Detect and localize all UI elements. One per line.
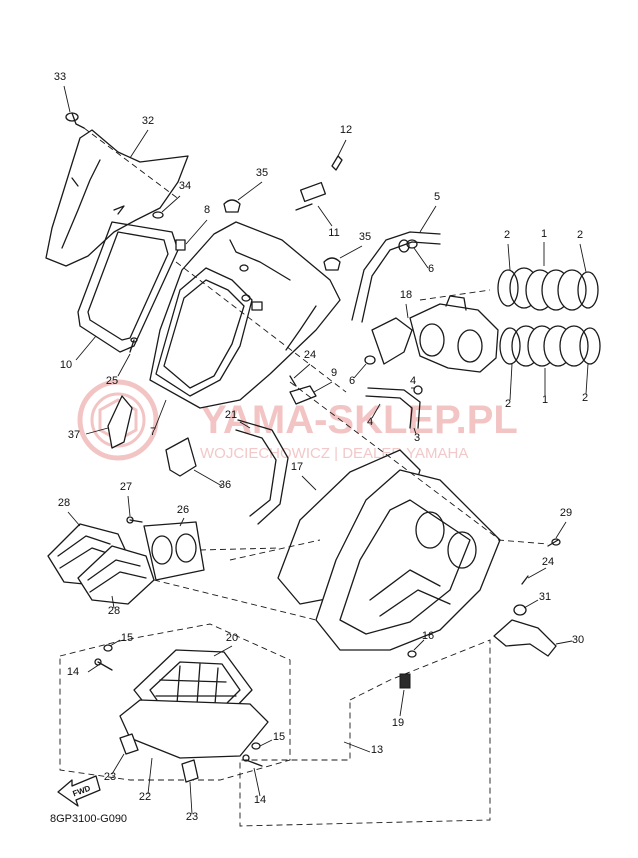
part-26-flange bbox=[143, 517, 281, 581]
part-11-sensor bbox=[295, 181, 333, 227]
callout-15: 15 bbox=[273, 731, 285, 743]
callout-8: 8 bbox=[204, 204, 210, 216]
part-21-hose bbox=[235, 419, 289, 525]
part-34-grommet bbox=[152, 195, 181, 219]
part-6-clamps bbox=[353, 239, 429, 379]
callout-32: 32 bbox=[142, 115, 154, 127]
part-35-caps bbox=[223, 181, 363, 271]
part-4-clamp bbox=[371, 385, 423, 419]
part-13-airbox bbox=[239, 469, 501, 827]
part-1-joint-upper bbox=[509, 242, 587, 311]
callout-29: 29 bbox=[560, 507, 572, 519]
part-2-clamps-lower bbox=[499, 327, 601, 401]
part-14-bolt-upper bbox=[87, 658, 113, 673]
part-25-screw bbox=[117, 337, 138, 377]
callout-24: 24 bbox=[542, 556, 554, 568]
callout-17: 17 bbox=[291, 461, 303, 473]
callout-31: 31 bbox=[539, 591, 551, 603]
callout-14: 14 bbox=[254, 794, 266, 806]
callout-2: 2 bbox=[504, 229, 510, 241]
callout-24: 24 bbox=[304, 349, 316, 361]
reference-lines bbox=[153, 261, 501, 753]
callout-4: 4 bbox=[410, 375, 416, 387]
part-2-clamps-upper bbox=[497, 243, 599, 309]
part-24-screw bbox=[289, 363, 311, 387]
part-7-filter-cover bbox=[149, 221, 341, 429]
callout-35: 35 bbox=[256, 167, 268, 179]
part-19-drain bbox=[399, 673, 411, 717]
callout-28: 28 bbox=[108, 605, 120, 617]
callout-21: 21 bbox=[225, 409, 237, 421]
part-24-screw-lower bbox=[521, 567, 547, 585]
callout-12: 12 bbox=[340, 124, 352, 136]
callout-10: 10 bbox=[60, 359, 72, 371]
callout-2: 2 bbox=[577, 229, 583, 241]
callout-7: 7 bbox=[150, 426, 156, 438]
callout-37: 37 bbox=[68, 429, 80, 441]
part-10-seal bbox=[75, 221, 179, 361]
callout-15: 15 bbox=[121, 632, 133, 644]
watermark-main: YAMA-SKLEP.PL bbox=[200, 398, 518, 442]
callout-16: 16 bbox=[422, 630, 434, 642]
part-23-clamps bbox=[111, 733, 199, 815]
callout-1: 1 bbox=[541, 228, 547, 240]
callout-11: 11 bbox=[328, 227, 339, 239]
callout-5: 5 bbox=[434, 191, 440, 203]
watermark-sub: WOJCIECHOWICZ | DEALER YAMAHA bbox=[200, 445, 468, 462]
callout-22: 22 bbox=[139, 791, 151, 803]
callout-4: 4 bbox=[367, 416, 373, 428]
callout-1: 1 bbox=[542, 394, 548, 406]
part-14-bolt-lower bbox=[242, 754, 263, 797]
callout-34: 34 bbox=[179, 180, 191, 192]
callout-26: 26 bbox=[177, 504, 189, 516]
callout-28: 28 bbox=[58, 497, 70, 509]
part-30-hose bbox=[493, 619, 573, 657]
part-16-grommet bbox=[407, 639, 425, 658]
part-22-filter-case bbox=[59, 623, 291, 795]
part-32-cover bbox=[45, 127, 189, 267]
part-12-bolt bbox=[331, 139, 347, 171]
part-29-screw bbox=[497, 521, 567, 547]
callout-2: 2 bbox=[505, 398, 511, 410]
part-28-duct-lower bbox=[77, 545, 155, 609]
part-5-hose bbox=[351, 205, 441, 323]
callout-19: 19 bbox=[392, 717, 404, 729]
part-9-fitting bbox=[289, 381, 333, 405]
part-27-screw bbox=[126, 495, 143, 524]
part-33-screw bbox=[63, 85, 85, 129]
callout-2: 2 bbox=[582, 392, 588, 404]
callout-6: 6 bbox=[428, 263, 434, 275]
callout-20: 20 bbox=[226, 632, 238, 644]
callout-3: 3 bbox=[414, 432, 420, 444]
part-15-washer-upper bbox=[103, 639, 121, 652]
part-1-joint-lower bbox=[511, 325, 589, 396]
diagram-code: 8GP3100-G090 bbox=[50, 813, 127, 825]
callout-23: 23 bbox=[104, 771, 116, 783]
callout-30: 30 bbox=[572, 634, 584, 646]
callout-25: 25 bbox=[106, 375, 118, 387]
part-31-clamp bbox=[513, 599, 539, 616]
part-3-hose bbox=[365, 387, 421, 435]
part-8-clip bbox=[175, 219, 208, 251]
callout-13: 13 bbox=[371, 744, 383, 756]
callout-9: 9 bbox=[331, 367, 337, 379]
fwd-arrow-icon: FWD bbox=[57, 775, 101, 807]
callout-33: 33 bbox=[54, 71, 66, 83]
part-36-bracket bbox=[165, 437, 223, 487]
callout-35: 35 bbox=[359, 231, 371, 243]
callout-6: 6 bbox=[349, 375, 355, 387]
part-18-throttle-body bbox=[371, 289, 499, 373]
part-37-bracket bbox=[85, 395, 133, 449]
part-15-washer-lower bbox=[251, 739, 273, 750]
callout-14: 14 bbox=[67, 666, 79, 678]
callout-36: 36 bbox=[219, 479, 231, 491]
callout-27: 27 bbox=[120, 481, 132, 493]
callout-18: 18 bbox=[400, 289, 412, 301]
callout-23: 23 bbox=[186, 811, 198, 823]
